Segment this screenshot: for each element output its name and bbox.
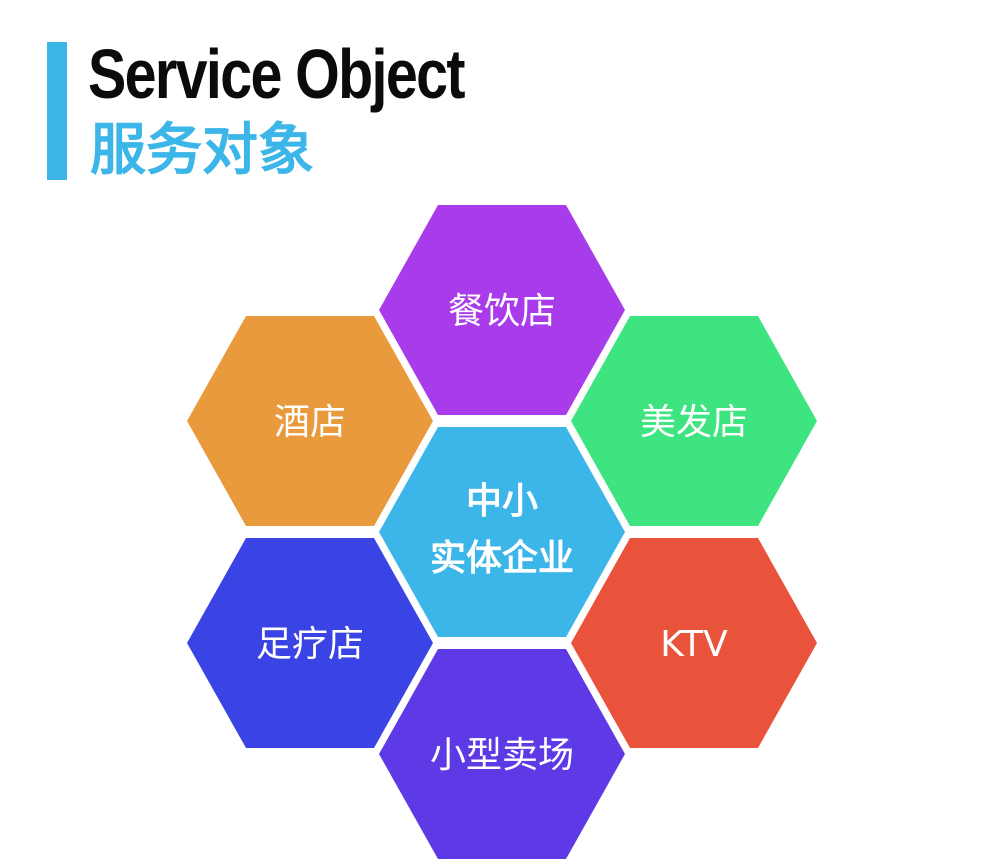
- center-label-line-1: 中小: [466, 481, 538, 522]
- page-title: Service Object: [88, 35, 466, 113]
- hex-node-hair-salon: 美发店: [571, 316, 817, 526]
- hex-shape: [379, 205, 625, 415]
- hex-label: 酒店: [274, 402, 346, 443]
- hex-shape: [571, 538, 817, 748]
- hex-node-restaurant: 餐饮店: [379, 205, 625, 415]
- hex-shape-center: [379, 427, 625, 637]
- hex-shape: [571, 316, 817, 526]
- hex-shape: [379, 649, 625, 859]
- accent-bar: [47, 42, 67, 180]
- hex-label: 足疗店: [256, 624, 364, 665]
- hex-node-foot-spa: 足疗店: [187, 538, 433, 748]
- hex-label: 美发店: [640, 402, 748, 443]
- hex-shape: [187, 538, 433, 748]
- page-subtitle: 服务对象: [90, 118, 314, 183]
- hex-node-ktv: KTV: [571, 538, 817, 748]
- center-label-line-2: 实体企业: [430, 537, 574, 579]
- hex-label: 餐饮店: [448, 291, 556, 332]
- hex-node-center: 中小 实体企业: [379, 427, 625, 637]
- hex-node-hotel: 酒店: [187, 316, 433, 526]
- hex-label: 小型卖场: [430, 735, 574, 776]
- hex-label: KTV: [660, 624, 728, 665]
- hex-node-small-store: 小型卖场: [379, 649, 625, 859]
- hex-shape: [187, 316, 433, 526]
